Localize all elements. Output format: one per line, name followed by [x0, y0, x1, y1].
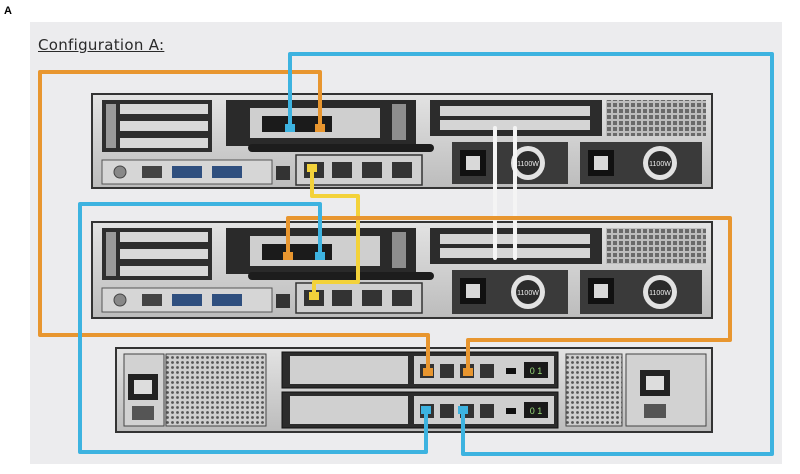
controller-2-display: 0 1 — [530, 406, 543, 416]
connector-orange-ctrl1-a — [423, 368, 433, 376]
server-top-psu-2: 1100W — [580, 142, 702, 184]
server-bottom-psu-2-rating: 1100W — [649, 290, 671, 297]
cable-orange-bottom-server — [286, 216, 732, 374]
server-bottom-serial-port — [172, 294, 202, 306]
storage-psu-left — [123, 353, 267, 427]
controller-2-port-b — [440, 404, 454, 418]
storage-psu-right — [565, 353, 707, 427]
server-bottom-psu-1-rating: 1100W — [517, 290, 539, 297]
server-bottom: 1100W 1100W — [91, 221, 713, 319]
cable-connectors — [283, 124, 473, 414]
server-top-nic-card — [262, 116, 332, 132]
server-top-left-riser — [102, 100, 212, 152]
controller-1-display: 0 1 — [530, 366, 543, 376]
server-bottom-nic-card — [262, 244, 332, 260]
server-bottom-left-riser — [102, 228, 212, 280]
storage-controller-2: 0 1 — [281, 391, 559, 429]
cable-blue-bottom-server — [78, 202, 428, 454]
connector-orange-ctrl1-c — [463, 368, 473, 376]
connector-blue-ctrl2-a — [421, 406, 431, 414]
server-bottom-psu-2: 1100W — [580, 270, 702, 314]
connector-blue-bottom — [315, 252, 325, 260]
server-bottom-vent — [606, 228, 706, 264]
controller-2-seven-segment — [524, 402, 548, 418]
controller-2-port-d — [480, 404, 494, 418]
controller-1-seven-segment — [524, 362, 548, 378]
server-top-vga-port — [212, 166, 242, 178]
cable-blue-top-server — [288, 52, 774, 456]
storage-enclosure: 0 1 0 1 — [115, 347, 713, 433]
server-top-psu-1: 1100W — [452, 142, 568, 184]
server-top-network-card — [295, 154, 423, 186]
connector-blue-ctrl2-c — [458, 406, 468, 414]
connector-yellow-top — [307, 164, 317, 172]
server-top-serial-port — [172, 166, 202, 178]
server-bottom-psu-1: 1100W — [452, 270, 568, 314]
server-top-right-riser — [430, 100, 706, 136]
connector-yellow-bottom — [309, 292, 319, 300]
controller-1-port-b — [440, 364, 454, 378]
connector-orange-bottom — [283, 252, 293, 260]
figure-label: A — [4, 5, 12, 17]
server-bottom-lan-port — [142, 294, 162, 306]
server-bottom-right-riser — [430, 228, 706, 264]
server-top-lan-port — [142, 166, 162, 178]
connector-blue-top — [285, 124, 295, 132]
server-top-vent — [606, 100, 706, 136]
connector-orange-top — [315, 124, 325, 132]
storage-controller-1: 0 1 — [281, 351, 559, 389]
controller-1-port-d — [480, 364, 494, 378]
server-top-psu-1-rating: 1100W — [517, 161, 539, 168]
server-top-psu-2-rating: 1100W — [649, 161, 671, 168]
server-top: 1100W 1100W — [91, 93, 713, 189]
cable-yellow-interconnect — [310, 166, 360, 298]
configuration-title: Configuration A: — [38, 36, 165, 54]
server-bottom-vga-port — [212, 294, 242, 306]
cable-orange-top-server — [38, 70, 430, 374]
